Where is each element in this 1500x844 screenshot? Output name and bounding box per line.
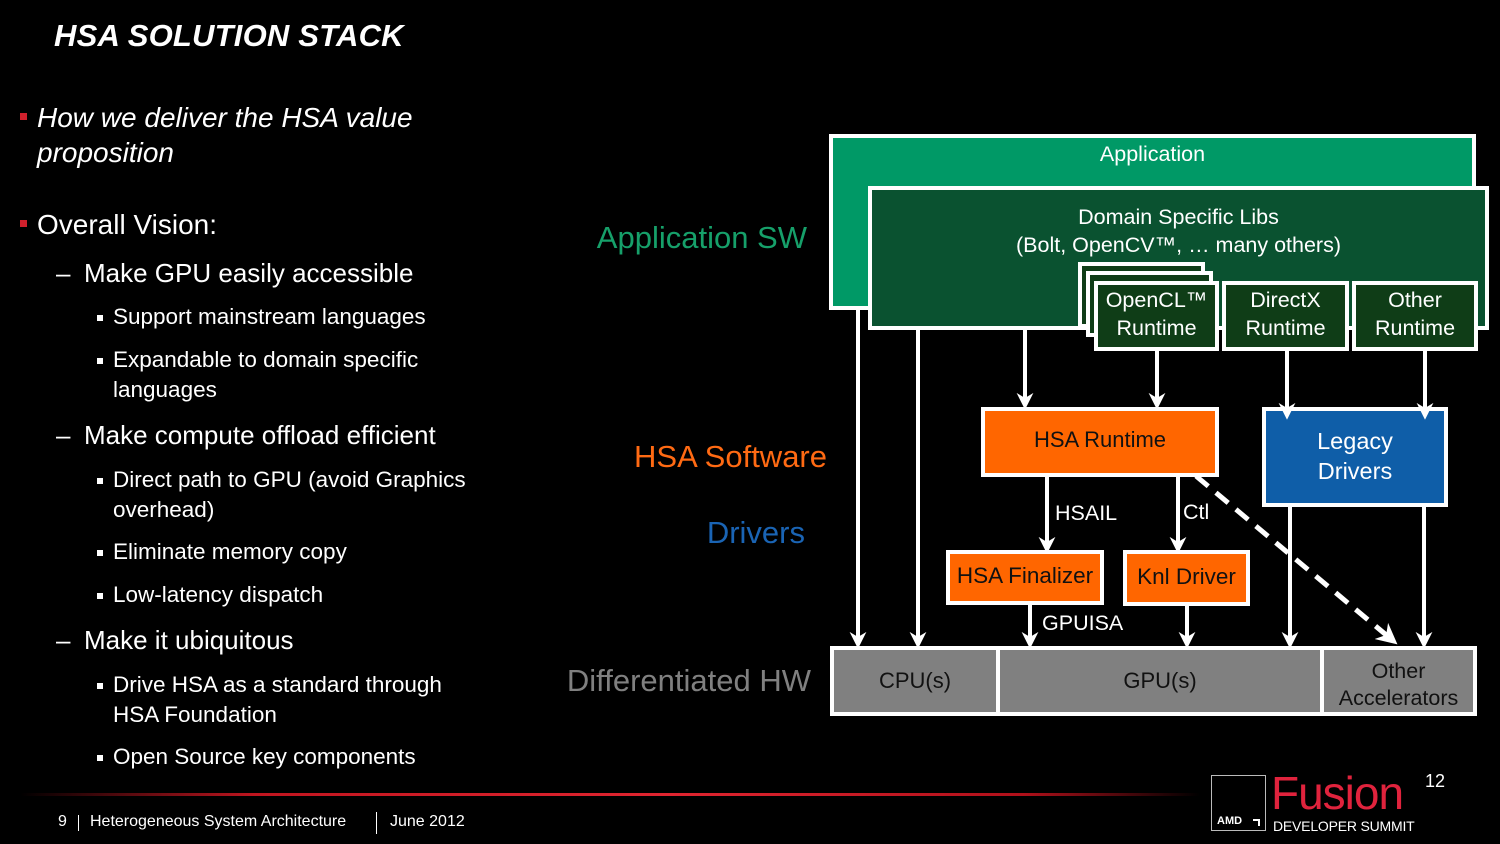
footer-date: June 2012	[390, 813, 465, 830]
sub-bullet-text: Make compute offload efficient	[84, 420, 436, 450]
hsa-finalizer-label: HSA Finalizer	[956, 563, 1094, 588]
fusion-logo-superscript: 12	[1425, 771, 1446, 791]
list-item: Open Source key components	[97, 742, 416, 772]
knl-driver-label: Knl Driver	[1137, 564, 1236, 589]
square-bullet-icon	[97, 593, 103, 599]
dsl-title: Domain Specific Libs	[1078, 205, 1279, 229]
bullet-text-line2: proposition	[37, 137, 174, 168]
list-item: Eliminate memory copy	[97, 537, 347, 567]
other-runtime-line1: Other	[1388, 288, 1442, 312]
list-item-text: Open Source key components	[113, 744, 416, 769]
red-square-bullet-icon	[20, 220, 27, 227]
list-item-text: Low-latency dispatch	[113, 582, 324, 607]
hsa-runtime-label: HSA Runtime	[1033, 427, 1167, 452]
sub-bullet-text: Make it ubiquitous	[84, 625, 294, 655]
footer-title: Heterogeneous System Architecture	[90, 813, 347, 830]
sub-bullet-text: Make GPU easily accessible	[84, 258, 414, 288]
gpu-label: GPU(s)	[1123, 668, 1197, 693]
slide-title: HSA SOLUTION STACK	[54, 18, 404, 53]
list-item: Direct path to GPU (avoid Graphics overh…	[97, 465, 466, 525]
list-item-text-cont: overhead)	[113, 497, 215, 522]
hsa-finalizer-box: HSA Finalizer	[946, 550, 1104, 605]
legacy-drivers-line1: Legacy	[1317, 428, 1393, 454]
layer-label-application-sw: Application SW	[596, 220, 807, 255]
sub-bullet-ubiquitous: – Make it ubiquitous	[56, 625, 294, 656]
sub-bullet-gpu-accessible: – Make GPU easily accessible	[56, 258, 414, 289]
opencl-runtime-line1: OpenCL™	[1105, 288, 1208, 312]
bullet-text-line1: How we deliver the HSA value	[37, 102, 413, 133]
footer-separator	[78, 815, 79, 831]
fusion-logo-text: Fusion	[1271, 767, 1404, 819]
opencl-runtime-line2: Runtime	[1116, 316, 1197, 340]
hsa-runtime-box: HSA Runtime	[981, 407, 1219, 477]
list-item-text: Eliminate memory copy	[113, 539, 347, 564]
footer-separator	[376, 812, 377, 834]
cpu-label: CPU(s)	[878, 668, 952, 693]
layer-label-hsa-software: HSA Software	[634, 439, 827, 474]
dash-bullet-icon: –	[56, 420, 71, 450]
other-accelerators-box: Other Accelerators	[1320, 646, 1477, 716]
legacy-drivers-line2: Drivers	[1317, 458, 1393, 484]
square-bullet-icon	[97, 358, 103, 364]
dash-bullet-icon: –	[56, 258, 71, 288]
list-item-text: Expandable to domain specific	[113, 347, 419, 372]
bullet-text: Overall Vision:	[37, 209, 218, 240]
square-bullet-icon	[97, 550, 103, 556]
opencl-runtime-box: OpenCL™ Runtime	[1094, 281, 1219, 351]
list-item-text: Drive HSA as a standard through	[113, 672, 442, 697]
flow-label-gpuisa: GPUISA	[1042, 611, 1124, 635]
list-item-text: Direct path to GPU (avoid Graphics	[113, 467, 466, 492]
square-bullet-icon	[97, 755, 103, 761]
amd-logo-box: AMD	[1211, 775, 1266, 831]
list-item-text-cont: languages	[113, 377, 217, 402]
amd-arrow-icon	[1253, 819, 1260, 826]
square-bullet-icon	[97, 315, 103, 321]
page-number: 9	[58, 813, 67, 830]
list-item: Expandable to domain specific languages	[97, 345, 419, 405]
red-square-bullet-icon	[20, 113, 27, 120]
list-item: Low-latency dispatch	[97, 580, 324, 610]
dsl-examples: (Bolt, OpenCV™, … many others)	[1016, 233, 1341, 257]
application-label: Application	[1099, 142, 1206, 166]
other-runtime-line2: Runtime	[1374, 316, 1456, 340]
gpu-box: GPU(s)	[996, 646, 1324, 716]
flow-label-hsail: HSAIL	[1055, 501, 1118, 525]
bullet-value-proposition: How we deliver the HSA value proposition	[20, 100, 413, 170]
list-item-text: Support mainstream languages	[113, 304, 426, 329]
amd-logo-text: AMD	[1217, 815, 1243, 827]
list-item: Drive HSA as a standard through HSA Foun…	[97, 670, 442, 730]
directx-runtime-box: DirectX Runtime	[1222, 281, 1349, 351]
list-item: Support mainstream languages	[97, 302, 426, 332]
bullet-overall-vision: Overall Vision:	[20, 207, 218, 242]
legacy-drivers-box: Legacy Drivers	[1262, 407, 1448, 507]
square-bullet-icon	[97, 683, 103, 689]
knl-driver-box: Knl Driver	[1123, 550, 1250, 606]
other-accelerators-line2: Accelerators	[1338, 686, 1459, 710]
layer-label-drivers: Drivers	[706, 515, 805, 550]
flow-label-ctl: Ctl	[1183, 500, 1210, 524]
directx-runtime-line2: Runtime	[1245, 316, 1326, 340]
arrow-dashed-runtime-to-accelerators	[1194, 474, 1398, 645]
footer-divider-line	[20, 793, 1200, 796]
sub-bullet-offload-efficient: – Make compute offload efficient	[56, 420, 436, 451]
developer-summit-text: DEVELOPER SUMMIT	[1273, 818, 1415, 834]
other-runtime-box: Other Runtime	[1352, 281, 1478, 351]
square-bullet-icon	[97, 478, 103, 484]
dash-bullet-icon: –	[56, 625, 71, 655]
other-accelerators-line1: Other	[1371, 659, 1426, 683]
layer-label-differentiated-hw: Differentiated HW	[566, 663, 811, 698]
directx-runtime-line1: DirectX	[1250, 288, 1321, 312]
list-item-text-cont: HSA Foundation	[113, 702, 277, 727]
